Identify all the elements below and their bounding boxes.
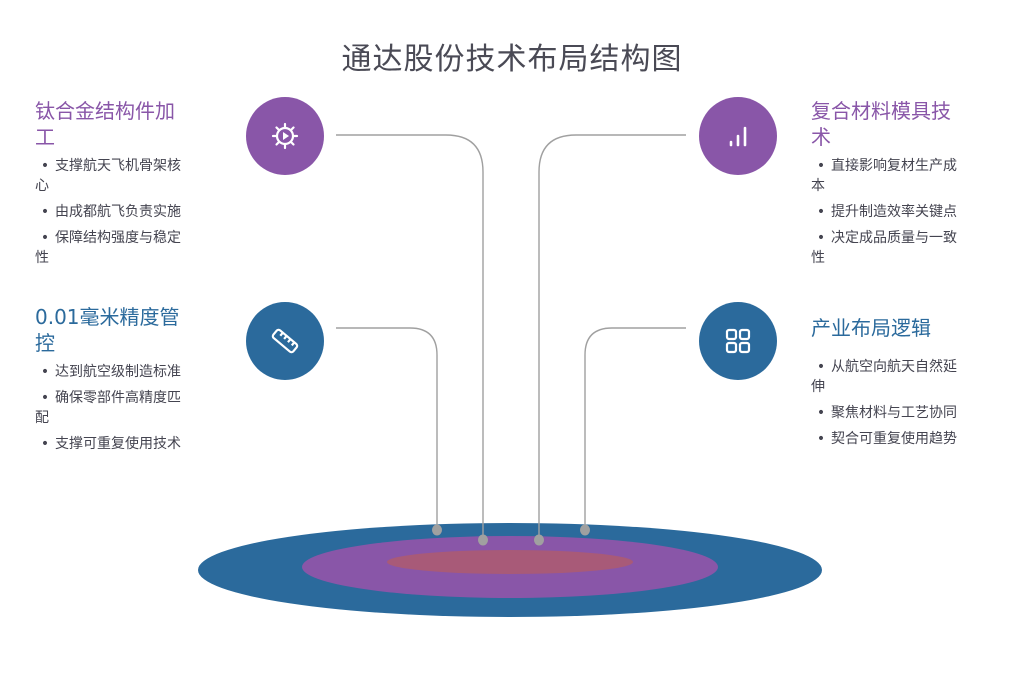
node-precision[interactable] <box>246 302 324 380</box>
anchor-dot-3 <box>534 534 544 546</box>
section-titanium: 钛合金结构件加工 •支撑航天飞机骨架核心 •由成都航飞负责实施 •保障结构强度与… <box>35 98 185 274</box>
item-text: 保障结构强度与稳定性 <box>35 230 181 266</box>
item-text: 支撑可重复使用技术 <box>55 436 181 452</box>
item-text: 直接影响复材生产成本 <box>811 158 957 194</box>
connector-line-4 <box>584 327 686 530</box>
bullet: • <box>816 204 826 220</box>
bullet: • <box>40 204 50 220</box>
bullet: • <box>40 230 50 246</box>
base-platform <box>198 523 822 617</box>
section-composite: 复合材料模具技术 •直接影响复材生产成本 •提升制造效率关键点 •决定成品质量与… <box>811 98 961 274</box>
list-item: •支撑航天飞机骨架核心 <box>35 156 185 196</box>
item-text: 契合可重复使用趋势 <box>831 431 957 447</box>
inner-core <box>387 550 633 574</box>
list-item: • 提升制造效率关键点 <box>811 202 961 222</box>
bar-chart-icon <box>729 126 747 147</box>
list-item: • 契合可重复使用趋势 <box>811 429 961 449</box>
node-composite[interactable] <box>699 97 777 175</box>
section-layout-logic: 产业布局逻辑 •从航空向航天自然延伸 •聚焦材料与工艺协同 •契合可重复使用趋势 <box>811 315 961 455</box>
bullet: • <box>40 158 50 174</box>
page-title: 通达股份技术布局结构图 <box>341 42 683 77</box>
connector-line-1 <box>336 134 484 540</box>
item-text: 提升制造效率关键点 <box>831 204 957 220</box>
list-item: •从航空向航天自然延伸 <box>811 357 961 397</box>
list-item: • 达到航空级制造标准 <box>35 362 185 382</box>
item-text: 达到航空级制造标准 <box>55 364 181 380</box>
list-item: •保障结构强度与稳定性 <box>35 228 185 268</box>
list-item: •直接影响复材生产成本 <box>811 156 961 196</box>
section-heading: 产业布局逻辑 <box>811 316 931 340</box>
node-layout[interactable] <box>699 302 777 380</box>
gear-play-icon <box>271 122 299 150</box>
list-item: • 由成都航飞负责实施 <box>35 202 185 222</box>
bullet: • <box>40 364 50 380</box>
grid-icon <box>725 328 751 354</box>
section-heading: 钛合金结构件加工 <box>35 99 175 149</box>
bullet: • <box>816 158 826 174</box>
anchor-dot-2 <box>432 524 442 536</box>
bullet: • <box>816 431 826 447</box>
item-text: 从航空向航天自然延伸 <box>811 359 957 395</box>
item-text: 聚焦材料与工艺协同 <box>831 405 957 421</box>
ruler-icon <box>271 328 299 354</box>
node-titanium[interactable] <box>246 97 324 175</box>
list-item: • 聚焦材料与工艺协同 <box>811 403 961 423</box>
bullet: • <box>816 359 826 375</box>
bullet: • <box>816 405 826 421</box>
list-item: • 支撑可重复使用技术 <box>35 434 185 454</box>
list-item: •决定成品质量与一致性 <box>811 228 961 268</box>
bullet: • <box>816 230 826 246</box>
anchor-dot-4 <box>580 524 590 536</box>
bullet: • <box>40 390 50 406</box>
list-item: •确保零部件高精度匹配 <box>35 388 185 428</box>
connector-line-2 <box>336 327 438 530</box>
section-heading: 复合材料模具技术 <box>811 99 951 149</box>
item-text: 支撑航天飞机骨架核心 <box>35 158 181 194</box>
section-precision: 0.01毫米精度管控 •达到航空级制造标准 •确保零部件高精度匹配 •支撑可重复… <box>35 304 185 460</box>
item-text: 由成都航飞负责实施 <box>55 204 181 220</box>
section-heading: 0.01毫米精度管控 <box>35 305 180 355</box>
bullet: • <box>40 436 50 452</box>
anchor-dot-1 <box>478 534 488 546</box>
item-text: 决定成品质量与一致性 <box>811 230 957 266</box>
connector-line-3 <box>538 134 686 540</box>
item-text: 确保零部件高精度匹配 <box>35 390 181 426</box>
